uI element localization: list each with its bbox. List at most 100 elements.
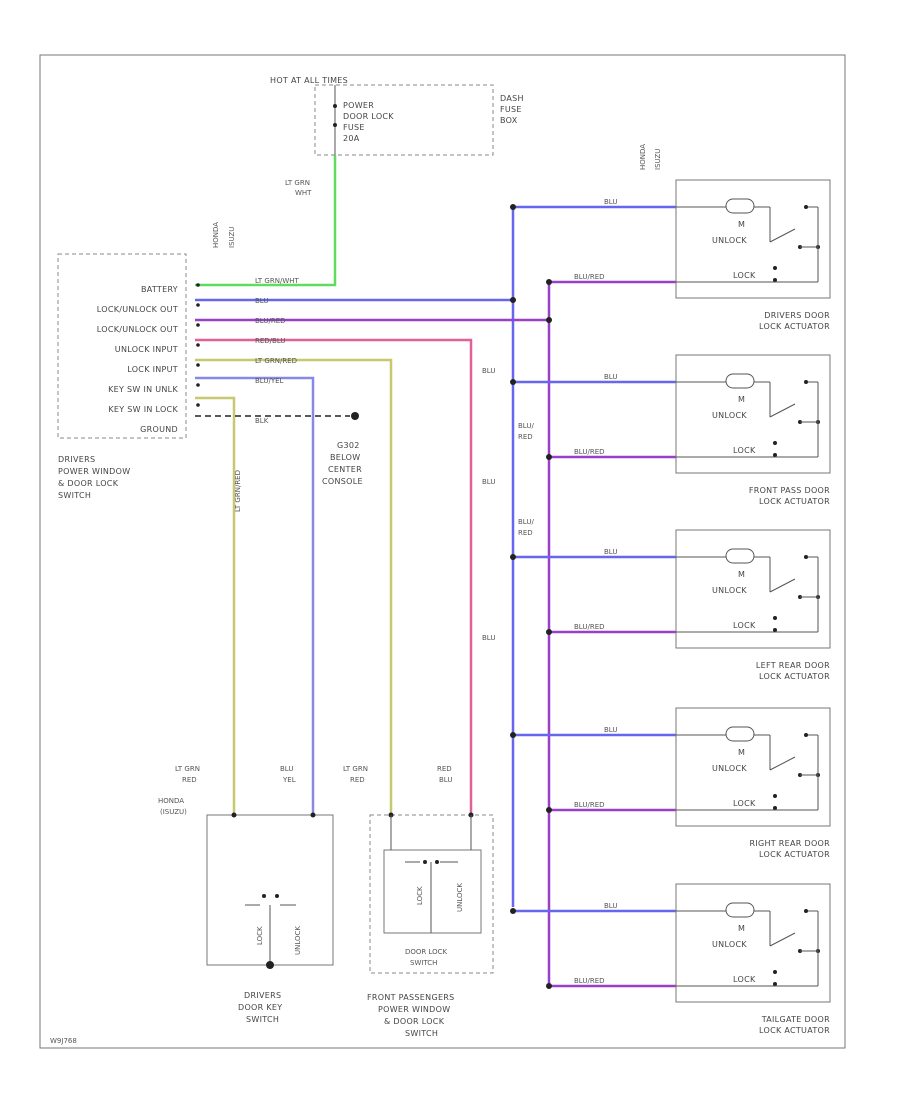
driver-switch-wire-label: BLK [255,417,269,425]
key-switch-ground [266,961,274,969]
actuator-wire-label-blu: BLU [604,902,617,910]
actuator-lock-node [773,616,777,620]
wire-red-blu [195,338,473,815]
actuator-name: FRONT PASS DOOR [749,486,830,495]
actuator-name: LOCK ACTUATOR [759,322,830,331]
bus-junction [510,908,516,914]
actuator-unlock-switch [769,756,796,771]
driver-switch-pin-label: LOCK INPUT [127,365,178,374]
diagram-frame [39,54,846,1049]
actuator-unlock-label: UNLOCK [712,764,747,773]
driver-switch-name-4: SWITCH [58,491,91,500]
driver-switch-pin-terminal [196,323,200,327]
pass-switch-node-right [435,860,439,864]
actuator-name: LOCK ACTUATOR [759,1026,830,1035]
hot-at-all-times-label: HOT AT ALL TIMES [270,76,348,85]
actuator-switch-node [804,205,808,209]
driver-switch-box [57,253,187,439]
key-switch-pin-left [231,812,237,818]
vertical-label-blu-red-a-1: BLU/ [518,422,534,430]
pass-switch-name-4: SWITCH [405,1029,438,1038]
actuator-unlock-switch [769,578,796,593]
key-switch-node-right [275,894,279,898]
driver-switch-wire-label: LT GRN/WHT [255,277,300,285]
actuator-name: DRIVERS DOOR [764,311,830,320]
wire-lt-grn-red-pass [195,358,393,815]
fuse-terminal-top [333,104,337,108]
driver-switch-wire-label: BLU/YEL [255,377,284,385]
actuator-unlock-switch [769,932,796,947]
vertical-label-blu-c: BLU [482,634,495,642]
vertical-label-blu-b: BLU [482,478,495,486]
actuator-box [675,354,831,474]
fuse-label-3: FUSE [343,123,365,132]
pass-switch-right-wire-1: RED [437,765,452,773]
actuator-lock-label: LOCK [733,271,756,280]
footer-code: W9J768 [50,1037,77,1045]
key-switch-name-1: DRIVERS [244,991,281,1000]
actuator-switch-node [804,555,808,559]
actuator-motor-label: M [738,220,745,229]
pass-switch-inner-box [383,849,482,934]
key-switch-name-2: DOOR KEY [238,1003,282,1012]
bus-junction [546,629,552,635]
actuator-wire-label-blu: BLU [604,198,617,206]
actuator-lock-label: LOCK [733,621,756,630]
driver-switch-pin-terminal [196,363,200,367]
bus-junction [546,807,552,813]
bus-junction [546,983,552,989]
feed-wire-label-2: WHT [295,189,312,197]
actuator-name: LOCK ACTUATOR [759,850,830,859]
actuator-lock-label: LOCK [733,975,756,984]
ground-label-2: BELOW [330,453,360,462]
actuator-lock-label: LOCK [733,446,756,455]
driver-switch-wire-label: BLU [255,297,268,305]
driver-switch-pin-terminal [196,403,200,407]
actuator-lock-node [773,278,777,282]
driver-switch-pin-label: GROUND [140,425,178,434]
pass-switch-node-left [423,860,427,864]
wire-lt-grn-wht [195,155,337,287]
actuator-name: TAILGATE DOOR [761,1015,830,1024]
actuator-lock-node [773,266,777,270]
actuator-wire-label-blu-red: BLU/RED [574,273,605,281]
actuator-motor [725,902,755,918]
actuator-switch-node [804,380,808,384]
wire-lt-grn-red-key [195,396,236,815]
driver-switch-wire-label: BLU/RED [255,317,286,325]
vertical-label-blu-red-b-2: RED [518,529,533,537]
key-switch-pin-right [310,812,316,818]
key-switch-node-left [262,894,266,898]
actuator-unlock-label: UNLOCK [712,411,747,420]
actuator-wire-label-blu: BLU [604,373,617,381]
bus-junction [510,554,516,560]
actuator-wire-label-blu: BLU [604,548,617,556]
fuse-box-label-2: FUSE [500,105,522,114]
pass-switch-left-wire-1: LT GRN [343,765,368,773]
actuator-lock-node [773,794,777,798]
pass-switch-lock-label: LOCK [416,886,424,905]
wire-blu-yel [195,376,315,815]
actuator-motor [725,726,755,742]
driver-switch-name-1: DRIVERS [58,455,95,464]
bus-junction [510,297,516,303]
ground-label-3: CENTER [328,465,362,474]
actuator-wire-label-blu-red: BLU/RED [574,623,605,631]
key-switch-left-wire-1: LT GRN [175,765,200,773]
bus-junction [510,732,516,738]
actuator-header-isuzu: ISUZU [654,149,662,170]
pass-switch-inner-name-1: DOOR LOCK [405,948,448,956]
actuator-name: RIGHT REAR DOOR [749,839,830,848]
ground-label-1: G302 [337,441,360,450]
actuator-unlock-label: UNLOCK [712,236,747,245]
key-switch-left-wire-2: RED [182,776,197,784]
actuator-motor-label: M [738,570,745,579]
driver-switch-pin-label: BATTERY [141,285,178,294]
bus-junction [510,204,516,210]
key-switch-lock-label: LOCK [256,926,264,945]
actuator-motor-label: M [738,395,745,404]
fuse-terminal-bottom [333,123,337,127]
fuse-label-2: DOOR LOCK [343,112,394,121]
actuator-box [675,707,831,827]
